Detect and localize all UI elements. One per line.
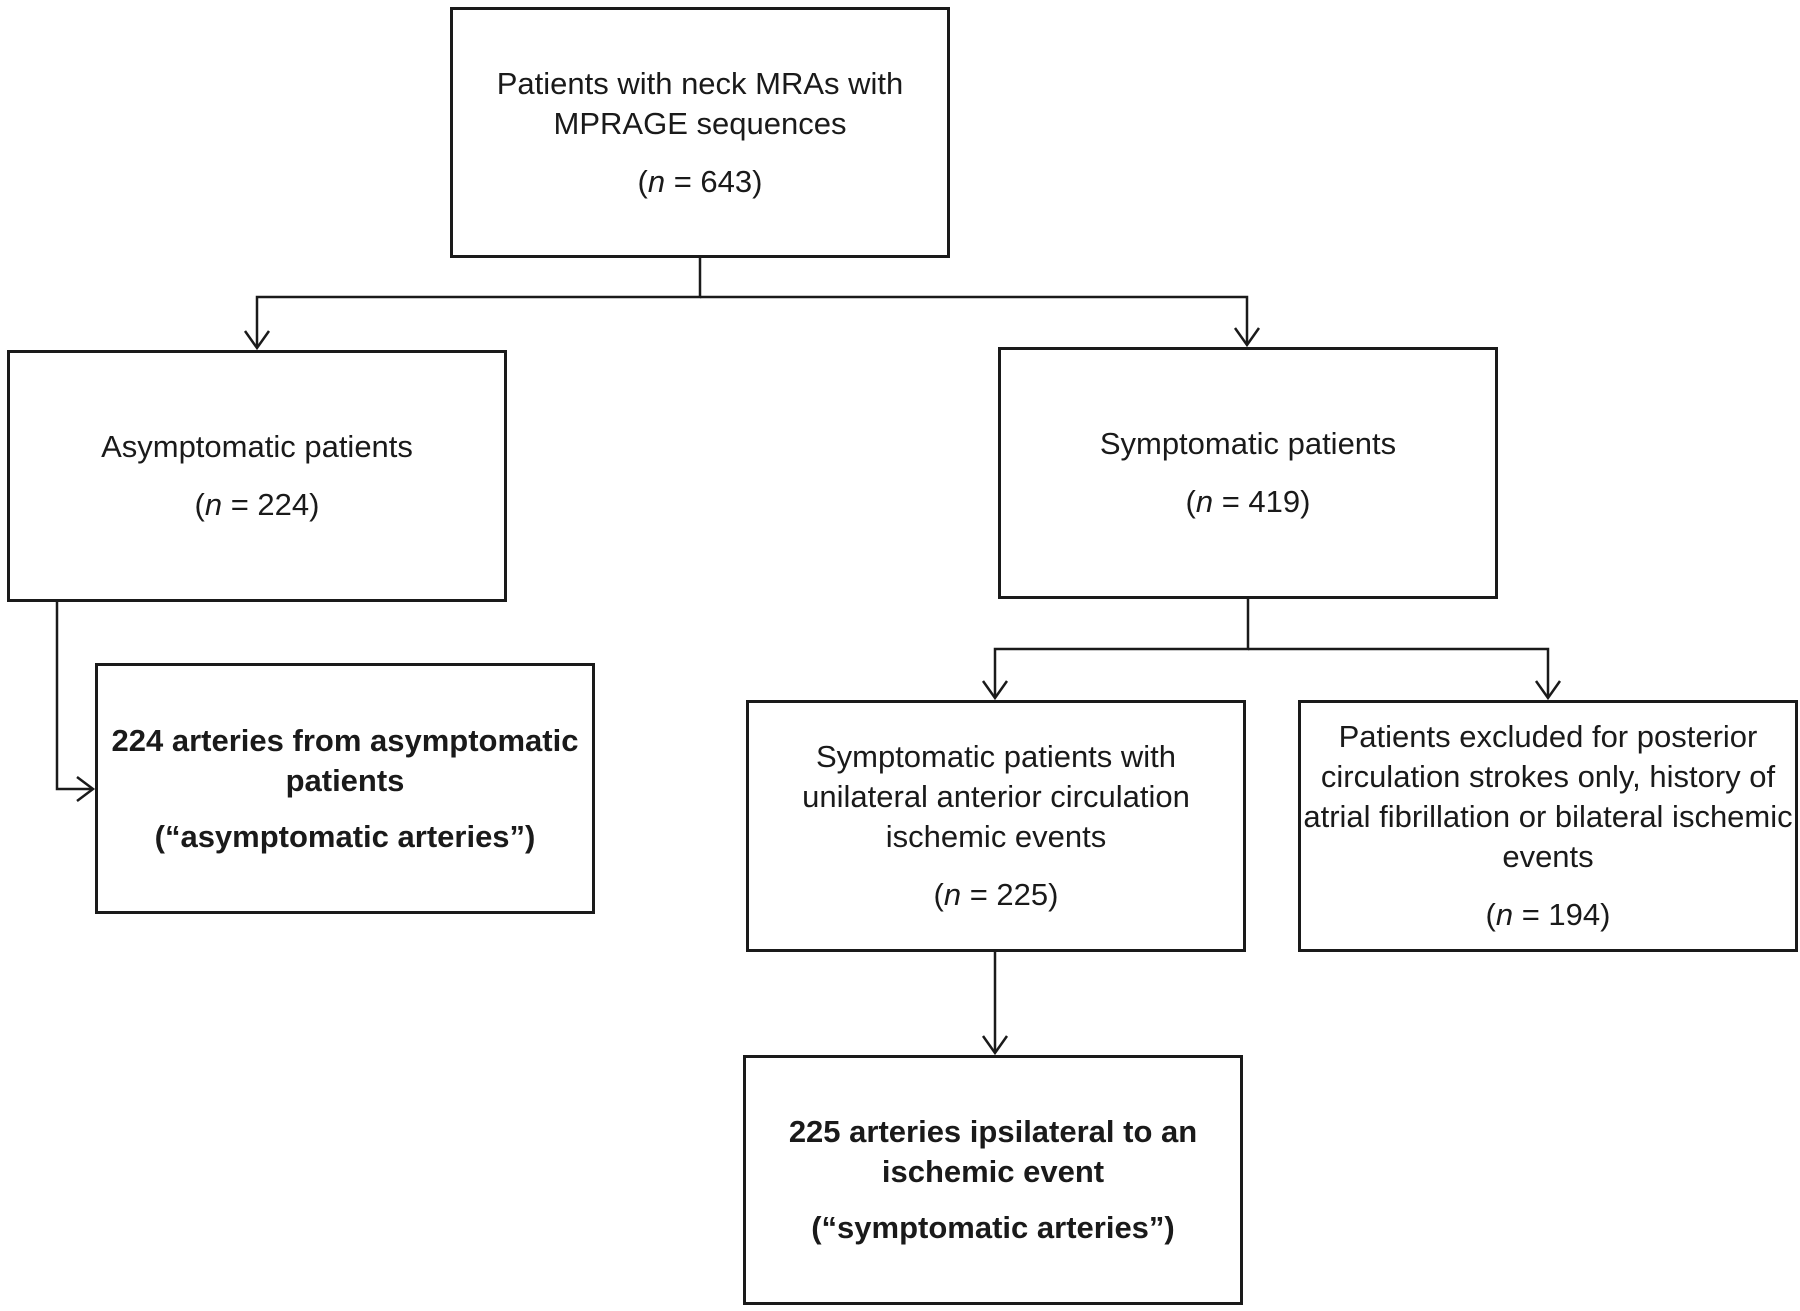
- node-excluded-patients: Patients excluded for posterior circulat…: [1298, 700, 1798, 952]
- connector-symptomatic-to-excluded: [1248, 647, 1550, 698]
- node-total-count: (n = 643): [637, 163, 763, 199]
- arrowhead-asymptomatic-arteries: [76, 776, 96, 802]
- node-symptomatic-unilateral-text: Symptomatic patients with unilateral ant…: [802, 739, 1190, 854]
- node-total-patients: Patients with neck MRAs with MPRAGE sequ…: [450, 7, 950, 258]
- connector-total-to-asymptomatic: [255, 258, 702, 348]
- node-excluded-text: Patients excluded for posterior circulat…: [1303, 719, 1793, 874]
- node-symptomatic-arteries-text: 225 arteries ipsilateral to an ischemic …: [788, 1114, 1198, 1189]
- node-symptomatic-arteries: 225 arteries ipsilateral to an ischemic …: [743, 1055, 1243, 1305]
- node-symptomatic-patients: Symptomatic patients (n = 419): [998, 347, 1498, 599]
- node-symptomatic-arteries-subtext: (“symptomatic arteries”): [811, 1210, 1175, 1245]
- node-symptomatic-text: Symptomatic patients: [1099, 426, 1397, 461]
- node-excluded-count: (n = 194): [1485, 897, 1611, 932]
- node-asymptomatic-text: Asymptomatic patients: [101, 429, 413, 464]
- node-total-text: Patients with neck MRAs with MPRAGE sequ…: [496, 65, 904, 141]
- arrowhead-symptomatic: [1233, 327, 1261, 348]
- node-symptomatic-unilateral-count: (n = 225): [933, 877, 1059, 912]
- connector-asymptomatic-to-arteries: [55, 602, 93, 791]
- arrowhead-unilateral: [981, 680, 1009, 701]
- connector-symptomatic-to-unilateral: [993, 599, 1250, 698]
- node-asymptomatic-arteries-text: 224 arteries from asymptomatic patients: [111, 722, 579, 798]
- connector-total-to-symptomatic: [700, 295, 1249, 345]
- arrowhead-excluded: [1534, 680, 1562, 701]
- node-asymptomatic-arteries: 224 arteries from asymptomatic patients …: [95, 663, 595, 914]
- node-symptomatic-unilateral: Symptomatic patients with unilateral ant…: [746, 700, 1246, 952]
- node-asymptomatic-patients: Asymptomatic patients (n = 224): [7, 350, 507, 602]
- node-asymptomatic-count: (n = 224): [194, 487, 320, 522]
- arrowhead-asymptomatic: [243, 330, 271, 351]
- arrowhead-symptomatic-arteries: [981, 1035, 1009, 1056]
- node-asymptomatic-arteries-subtext: (“asymptomatic arteries”): [154, 818, 536, 854]
- node-symptomatic-count: (n = 419): [1185, 484, 1311, 519]
